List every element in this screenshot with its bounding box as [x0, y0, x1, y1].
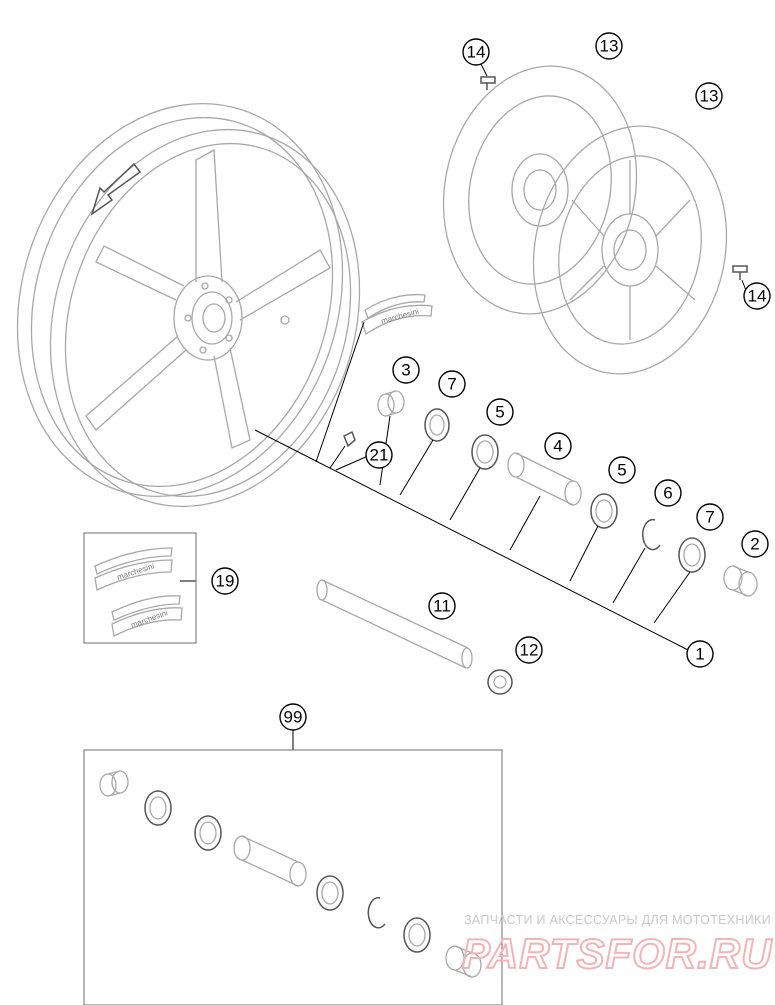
watermark-brand: PARTSFOR.RU	[462, 930, 773, 977]
front-wheel	[16, 102, 361, 508]
callout-7-right: 7	[696, 503, 724, 531]
watermark-caption: ЗАПЧАСТИ И АКСЕССУАРЫ ДЛЯ МОТОТЕХНИКИ	[464, 913, 771, 927]
callout-14-upper: 14	[462, 38, 490, 66]
kit-circlip	[367, 897, 386, 929]
callout-19-label: 19	[216, 572, 235, 591]
brake-disc-rear	[442, 65, 638, 315]
decal-text: marchesini	[380, 307, 420, 326]
kit-bearing-left	[194, 815, 222, 851]
part-12-nut	[487, 669, 513, 695]
callout-13-lower: 13	[695, 82, 723, 110]
callout-6: 6	[654, 479, 682, 507]
callout-21: 21	[365, 441, 393, 469]
part-11-axle	[316, 579, 473, 669]
callout-2-label: 2	[750, 535, 759, 554]
kit-bearing-right	[316, 875, 344, 911]
callout-12-label: 12	[520, 641, 539, 660]
part-21-valve	[343, 430, 356, 448]
callout-4: 4	[544, 432, 572, 460]
callout-5-left-label: 5	[495, 403, 504, 422]
callout-14-lower: 14	[743, 282, 771, 310]
callout-4-label: 4	[553, 437, 562, 456]
callout-11-label: 11	[433, 597, 451, 616]
callout-2: 2	[741, 530, 769, 558]
part-7-seal-left	[424, 408, 450, 442]
part-4-sleeve	[507, 452, 582, 506]
callout-7-left-label: 7	[447, 375, 456, 394]
decal-set-box: marchesini marchesini	[83, 532, 197, 644]
callout-99: 99	[279, 703, 307, 731]
callout-11: 11	[428, 592, 456, 620]
part-5-bearing-left	[471, 434, 499, 470]
kit-spacer	[99, 770, 129, 797]
part-2-spacer	[723, 565, 758, 597]
callout-99-label: 99	[284, 708, 303, 727]
leader-lines	[180, 63, 749, 750]
watermark: ЗАПЧАСТИ И АКСЕССУАРЫ ДЛЯ МОТОТЕХНИКИ PA…	[461, 913, 773, 978]
rim-decal: marchesini	[361, 293, 433, 336]
part-6-circlip	[642, 518, 661, 551]
callout-1: 1	[686, 640, 714, 668]
callout-5-left: 5	[486, 398, 514, 426]
callout-14-upper-label: 14	[467, 43, 486, 62]
callout-14-lower-label: 14	[748, 287, 767, 306]
kit-spacer-right	[445, 945, 482, 978]
kit-seal-left	[144, 790, 172, 826]
callout-7-left: 7	[438, 370, 466, 398]
callout-5-right-label: 5	[617, 461, 626, 480]
callout-19: 19	[211, 567, 239, 595]
callout-12: 12	[515, 636, 543, 664]
callout-13-upper: 13	[595, 32, 623, 60]
brake-disc-front	[532, 125, 728, 375]
callout-5-right: 5	[608, 456, 636, 484]
disc-bolt-upper	[480, 76, 496, 90]
callout-7-right-label: 7	[705, 508, 714, 527]
disc-bolt-lower	[732, 265, 748, 280]
callout-3: 3	[392, 356, 420, 384]
part-3-spacer	[377, 390, 405, 417]
callout-1-label: 1	[695, 645, 704, 664]
callout-3-label: 3	[401, 361, 410, 380]
part-7-seal-right	[678, 537, 706, 573]
callout-21-label: 21	[370, 446, 389, 465]
kit-seal-right	[403, 917, 431, 953]
kit-sleeve	[233, 835, 307, 887]
part-5-bearing-right	[590, 493, 618, 529]
callout-13-lower-label: 13	[700, 87, 719, 106]
bearing-kit-box	[83, 749, 503, 1005]
callout-13-upper-label: 13	[600, 37, 619, 56]
callout-6-label: 6	[663, 484, 672, 503]
